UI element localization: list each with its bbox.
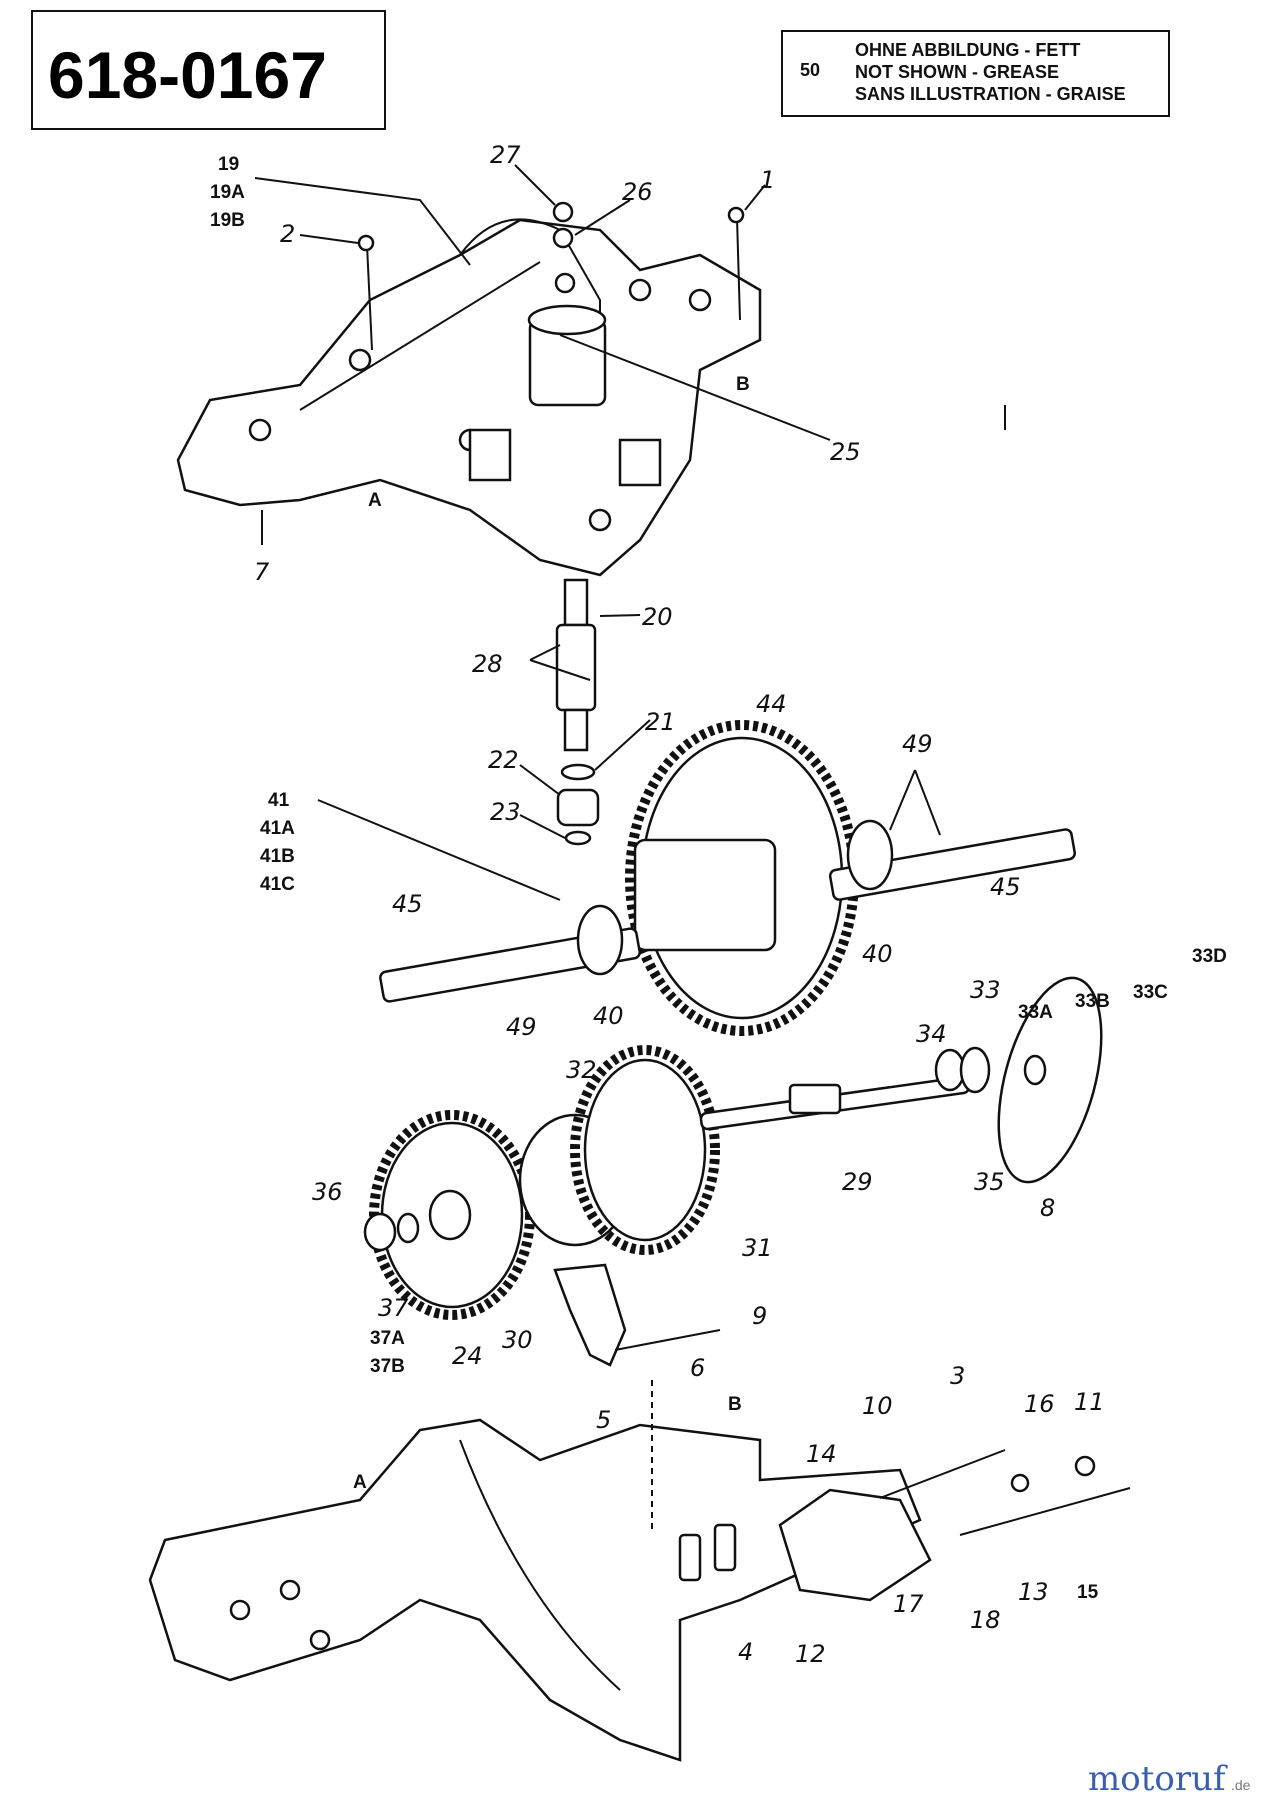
label-13: 13 [1018, 1578, 1049, 1606]
label-41a: 41A [260, 818, 295, 839]
label-22: 22 [488, 746, 519, 774]
label-10: 10 [862, 1392, 893, 1420]
leader-lines [261, 164, 1006, 901]
label-33: 33 [970, 976, 1001, 1004]
label-41: 41 [268, 790, 290, 811]
label-3: 3 [950, 1362, 965, 1390]
lower-housing [148, 1380, 1131, 1762]
part-labels: 19 19A 19B 27 26 1 2 25 B A 7 20 28 21 2… [210, 141, 1227, 1668]
label-21: 21 [645, 708, 676, 736]
label-20: 20 [642, 603, 673, 631]
label-33b: 33B [1075, 991, 1110, 1012]
label-28: 28 [472, 650, 503, 678]
label-40-right: 40 [862, 940, 893, 968]
label-33d: 33D [1192, 946, 1227, 967]
label-49-right: 49 [902, 730, 933, 758]
label-26: 26 [622, 178, 653, 206]
label-40-left: 40 [593, 1002, 624, 1030]
label-9: 9 [752, 1302, 767, 1330]
grease-note-box: 50 OHNE ABBILDUNG - FETT NOT SHOWN - GRE… [781, 30, 1170, 117]
label-2: 2 [280, 220, 295, 248]
label-41c: 41C [260, 874, 295, 895]
label-33c: 33C [1133, 982, 1168, 1003]
motoruf-watermark: motoruf .de [1088, 1759, 1251, 1799]
note-line-en: NOT SHOWN - GREASE [855, 62, 1059, 82]
label-41b: 41B [260, 846, 295, 867]
label-32: 32 [566, 1056, 597, 1084]
label-36: 36 [312, 1178, 343, 1206]
label-15: 15 [1077, 1582, 1099, 1603]
label-19a: 19A [210, 182, 245, 203]
note-line-de: OHNE ABBILDUNG - FETT [855, 40, 1080, 60]
label-B-top: B [736, 374, 750, 395]
label-19b: 19B [210, 210, 245, 231]
label-A-bottom: A [353, 1472, 367, 1493]
label-17: 17 [893, 1590, 924, 1618]
label-18: 18 [970, 1606, 1001, 1634]
label-37a: 37A [370, 1328, 405, 1349]
label-29: 29 [842, 1168, 873, 1196]
note-number: 50 [800, 60, 820, 80]
label-8: 8 [1040, 1194, 1055, 1222]
top-fasteners [254, 177, 831, 441]
label-37: 37 [378, 1294, 409, 1322]
label-35: 35 [974, 1168, 1005, 1196]
label-44: 44 [756, 690, 787, 718]
label-45-left: 45 [392, 890, 423, 918]
watermark-logo: motoruf [1088, 1759, 1228, 1799]
label-6: 6 [690, 1354, 705, 1382]
label-33a: 33A [1018, 1002, 1053, 1023]
label-34: 34 [916, 1020, 947, 1048]
label-30: 30 [502, 1326, 533, 1354]
watermark-suffix: .de [1231, 1777, 1251, 1793]
label-45-right: 45 [990, 873, 1021, 901]
label-14: 14 [806, 1440, 837, 1468]
label-A-top: A [368, 490, 382, 511]
label-24: 24 [452, 1342, 483, 1370]
label-12: 12 [795, 1640, 826, 1668]
label-11: 11 [1074, 1388, 1105, 1416]
label-1: 1 [760, 166, 775, 194]
label-23: 23 [490, 798, 521, 826]
label-B-bottom: B [728, 1394, 742, 1415]
label-31: 31 [742, 1234, 773, 1262]
label-4: 4 [738, 1638, 753, 1666]
pinion-shaft [555, 578, 600, 846]
label-25: 25 [830, 438, 861, 466]
reduction-gears [363, 976, 1103, 1367]
label-19: 19 [218, 154, 239, 175]
differential-assembly [379, 720, 1077, 1036]
label-37b: 37B [370, 1356, 405, 1377]
label-16: 16 [1024, 1390, 1055, 1418]
label-7: 7 [254, 558, 270, 586]
label-27: 27 [490, 141, 521, 169]
diagram-number: 618-0167 [48, 38, 327, 112]
diagram-number-box: 618-0167 [31, 10, 386, 130]
label-5: 5 [596, 1406, 611, 1434]
upper-housing [176, 218, 762, 577]
label-49-left: 49 [506, 1013, 537, 1041]
note-line-fr: SANS ILLUSTRATION - GRAISE [855, 84, 1126, 104]
